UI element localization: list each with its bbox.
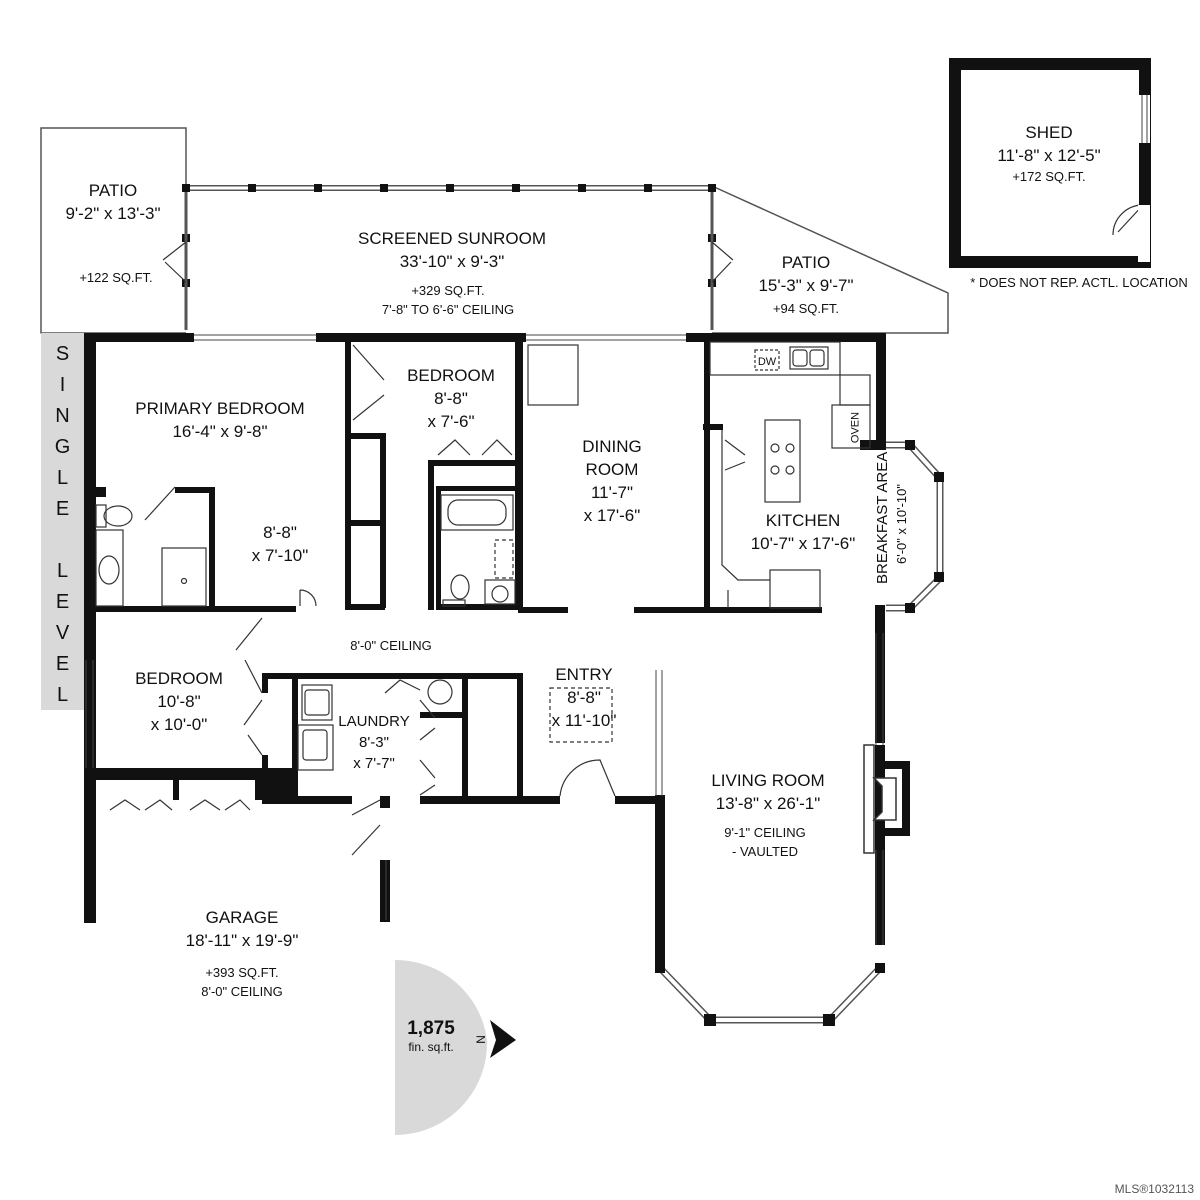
patio-right-dims: 15'-3" x 9'-7" xyxy=(758,276,854,295)
level-letter: N xyxy=(55,405,70,427)
living-ceiling: 9'-1" CEILING - VAULTED xyxy=(724,823,806,861)
breakfast-dims: 6'-0" x 10'-10" xyxy=(894,484,909,564)
shed-area: +172 SQ.FT. xyxy=(1012,169,1086,184)
laundry-label: LAUNDRY 8'-3" x 7'-7" xyxy=(338,711,409,774)
total-area-badge xyxy=(395,959,488,1135)
primary-bedroom-dims: 16'-4" x 9'-8" xyxy=(172,422,268,441)
garage-name: GARAGE xyxy=(205,908,279,927)
patio-left-area: +122 SQ.FT. xyxy=(79,270,153,285)
shed-dims: 11'-8" x 12'-5" xyxy=(997,146,1101,165)
primary-bedroom-label: PRIMARY BEDROOM 16'-4" x 9'-8" xyxy=(135,397,304,443)
sunroom-name: SCREENED SUNROOM xyxy=(358,229,546,248)
sunroom-area-text: +329 SQ.FT. xyxy=(411,283,485,298)
north-label: N xyxy=(473,1035,488,1044)
garage-dims: 18'-11" x 19'-9" xyxy=(185,931,299,950)
sunroom-ceiling: 7'-8" TO 6'-6" CEILING xyxy=(381,302,515,317)
garage-label: GARAGE 18'-11" x 19'-9" xyxy=(186,906,299,952)
garage-info: +393 SQ.FT. 8'-0" CEILING xyxy=(201,963,283,1001)
exterior-walls xyxy=(84,333,886,970)
bedroom-small-dims2: x 7'-6" xyxy=(427,412,475,431)
interior-walls xyxy=(96,340,822,804)
patio-right-area: +94 SQ.FT. xyxy=(772,301,840,316)
level-letter: L xyxy=(56,560,69,582)
laundry-dims2: x 7'-7" xyxy=(353,755,395,772)
dishwasher-label: DW xyxy=(757,356,777,368)
bedroom-small-name: BEDROOM xyxy=(407,366,495,385)
breakfast-name: BREAKFAST AREA xyxy=(874,451,891,584)
level-letter: E xyxy=(55,498,70,520)
living-label: LIVING ROOM 13'-8" x 26'-1" xyxy=(711,769,824,815)
shed-label: SHED 11'-8" x 12'-5" +172 SQ.FT. xyxy=(997,121,1100,186)
bedroom-left-dims2: x 10'-0" xyxy=(150,715,208,734)
total-area-unit: fin. sq.ft. xyxy=(408,1040,454,1054)
kitchen-dims: 10'-7" x 17'-6" xyxy=(750,534,856,553)
living-bay-window xyxy=(655,963,885,1026)
living-ceiling1: 9'-1" CEILING xyxy=(724,825,806,840)
sunroom-label: SCREENED SUNROOM 33'-10" x 9'-3" xyxy=(358,227,546,273)
living-name: LIVING ROOM xyxy=(711,771,825,790)
level-letter: E xyxy=(55,653,70,675)
oven-label: OVEN xyxy=(849,411,862,444)
bedroom-left-name: BEDROOM xyxy=(135,669,223,688)
breakfast-bay-window xyxy=(886,440,944,613)
ensuite-dims1: 8'-8" xyxy=(263,523,297,542)
patio-right-name: PATIO xyxy=(781,253,831,272)
fixtures xyxy=(95,341,871,771)
primary-bedroom-name: PRIMARY BEDROOM xyxy=(135,399,305,418)
hall-ceiling: 8'-0" CEILING xyxy=(350,638,432,653)
mls-credit: MLS®1032113 xyxy=(1114,1182,1194,1196)
dining-label: DINING ROOM 11'-7" x 17'-6" xyxy=(582,435,642,527)
shed-structure xyxy=(949,58,1151,268)
patio-left-dims: 9'-2" x 13'-3" xyxy=(65,204,161,223)
level-letter: L xyxy=(56,684,69,706)
entry-name: ENTRY xyxy=(555,665,613,684)
living-dims: 13'-8" x 26'-1" xyxy=(715,794,821,813)
kitchen-label: KITCHEN 10'-7" x 17'-6" xyxy=(751,509,856,555)
patio-left-label: PATIO 9'-2" x 13'-3" xyxy=(65,179,160,225)
laundry-dims1: 8'-3" xyxy=(359,734,389,751)
kitchen-name: KITCHEN xyxy=(765,511,841,530)
patio-left-name: PATIO xyxy=(88,181,138,200)
shed-name: SHED xyxy=(1025,123,1073,142)
windows xyxy=(85,334,884,945)
living-ceiling2: - VAULTED xyxy=(732,844,798,859)
level-letter: V xyxy=(55,622,70,644)
breakfast-label: BREAKFAST AREA 6'-0" x 10'-10" xyxy=(873,451,911,584)
north-arrow-icon xyxy=(490,1020,516,1058)
dining-name2: ROOM xyxy=(585,460,639,479)
dining-name1: DINING xyxy=(582,437,642,456)
ensuite-label: 8'-8" x 7'-10" xyxy=(252,521,309,567)
level-letter: G xyxy=(54,436,71,458)
bedroom-left-dims1: 10'-8" xyxy=(157,692,201,711)
level-letter: L xyxy=(56,467,69,489)
total-area-label: 1,875 fin. sq.ft. xyxy=(407,1017,455,1054)
bedroom-small-label: BEDROOM 8'-8" x 7'-6" xyxy=(407,364,495,433)
ensuite-dims2: x 7'-10" xyxy=(251,546,309,565)
shed-location-note: * DOES NOT REP. ACTL. LOCATION xyxy=(970,275,1188,290)
dining-dims1: 11'-7" xyxy=(590,483,634,502)
level-letter: E xyxy=(55,591,70,613)
bedroom-small-dims1: 8'-8" xyxy=(434,389,468,408)
laundry-name: LAUNDRY xyxy=(338,713,410,730)
entry-dims2: x 11'-10" xyxy=(551,711,617,730)
dining-dims2: x 17'-6" xyxy=(583,506,641,525)
doors xyxy=(109,175,1144,856)
sunroom-area: +329 SQ.FT. 7'-8" TO 6'-6" CEILING xyxy=(382,281,514,319)
level-letter: S xyxy=(55,343,70,365)
garage-ceiling: 8'-0" CEILING xyxy=(201,984,283,999)
entry-label: ENTRY 8'-8" x 11'-10" xyxy=(552,663,617,732)
garage-area: +393 SQ.FT. xyxy=(205,965,279,980)
patio-right-label: PATIO 15'-3" x 9'-7" xyxy=(758,251,853,297)
bedroom-left-label: BEDROOM 10'-8" x 10'-0" xyxy=(135,667,223,736)
sunroom-window-wall xyxy=(182,184,716,330)
level-letter: I xyxy=(59,374,66,396)
entry-dims1: 8'-8" xyxy=(567,688,601,707)
total-area-value: 1,875 xyxy=(407,1018,455,1039)
fireplace xyxy=(863,744,910,854)
sunroom-dims: 33'-10" x 9'-3" xyxy=(399,252,505,271)
